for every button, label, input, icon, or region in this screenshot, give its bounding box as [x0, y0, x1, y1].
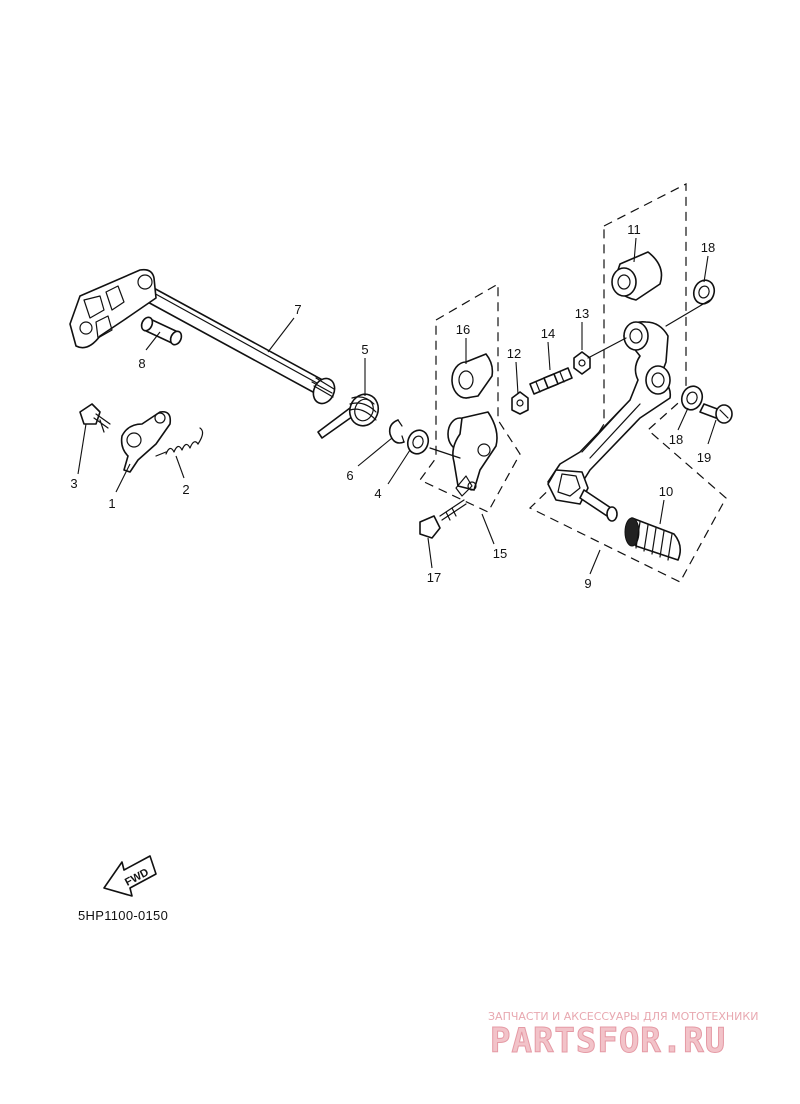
part-10-rubber — [624, 517, 682, 561]
callout-15: 15 — [493, 546, 507, 561]
callout-6: 6 — [346, 468, 353, 483]
callout-5: 5 — [361, 342, 368, 357]
part-12-nut — [511, 391, 529, 415]
watermark-tagline: ЗАПЧАСТИ И АКСЕССУАРЫ ДЛЯ МОТОТЕХНИКИ — [488, 1010, 758, 1023]
callout-18-upper: 18 — [701, 240, 715, 255]
part-15-shift-arm — [447, 411, 498, 497]
part-1-stopper-lever — [120, 410, 172, 473]
callout-14: 14 — [541, 326, 555, 341]
part-16-joint — [451, 353, 494, 399]
part-5-spring — [317, 393, 380, 439]
callout-labels: 7 8 5 6 4 3 1 2 16 12 14 13 15 17 11 18 … — [70, 222, 715, 591]
callout-4: 4 — [374, 486, 381, 501]
part-3-bolt — [79, 403, 111, 433]
diagram-code: 5HP1100-0150 — [78, 908, 168, 923]
callout-2: 2 — [182, 482, 189, 497]
part-4-washer — [406, 429, 430, 455]
part-19-bolt — [699, 403, 733, 424]
callout-10: 10 — [659, 484, 673, 499]
part-7-shift-shaft — [69, 268, 336, 405]
callout-11: 11 — [627, 222, 641, 237]
callout-9: 9 — [584, 576, 591, 591]
part-9-shift-pedal — [547, 320, 672, 522]
part-14-rod — [529, 367, 573, 395]
part-8-pin — [140, 316, 183, 346]
callout-7: 7 — [294, 302, 301, 317]
part-18-washer-upper — [692, 279, 716, 305]
watermark-brand: PARTSFOR.RU — [490, 1021, 726, 1061]
callout-17: 17 — [427, 570, 441, 585]
callout-1: 1 — [108, 496, 115, 511]
fwd-arrow-icon: FWD — [103, 855, 157, 897]
watermark: ЗАПЧАСТИ И АКСЕССУАРЫ ДЛЯ МОТОТЕХНИКИ PA… — [488, 1010, 758, 1062]
part-6-circlip — [388, 419, 405, 444]
callout-3: 3 — [70, 476, 77, 491]
callout-12: 12 — [507, 346, 521, 361]
callout-13: 13 — [575, 306, 589, 321]
part-13-nut — [573, 351, 591, 375]
part-2-spring — [155, 427, 204, 457]
callout-16: 16 — [456, 322, 470, 337]
leader-lines — [77, 237, 717, 575]
callout-19: 19 — [697, 450, 711, 465]
callout-18-lower: 18 — [669, 432, 683, 447]
group-15-outline — [419, 282, 521, 513]
part-17-bolt — [419, 499, 467, 539]
part-11-joint — [611, 251, 663, 301]
callout-8: 8 — [138, 356, 145, 371]
